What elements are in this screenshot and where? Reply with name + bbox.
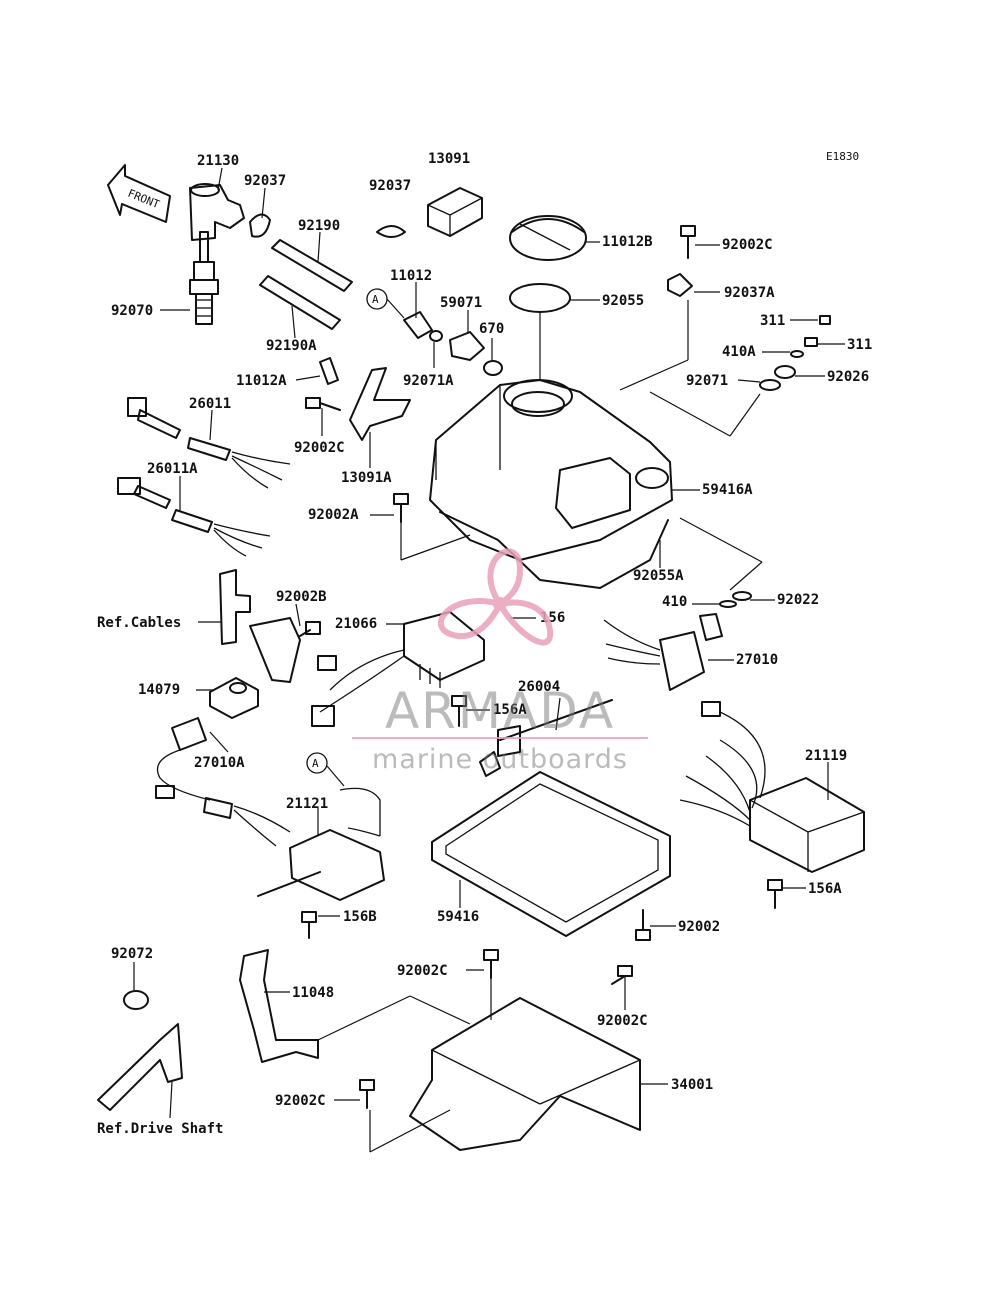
label-11012: 11012 bbox=[390, 268, 432, 284]
part-labels: 21130 92037 92037 13091 92190 11012 9219… bbox=[97, 151, 872, 1137]
label-311-b: 311 bbox=[847, 337, 872, 353]
fitting-drawing bbox=[403, 311, 503, 376]
sensor-26011-drawing bbox=[127, 397, 291, 489]
plate-34001-drawing bbox=[409, 997, 641, 1151]
label-92022: 92022 bbox=[777, 592, 819, 608]
plate-59416-drawing bbox=[431, 771, 671, 937]
label-92055a: 92055A bbox=[633, 568, 684, 584]
label-156a-right: 156A bbox=[808, 881, 842, 897]
front-arrow-icon: FRONT bbox=[107, 164, 171, 223]
diagram-code: E1830 bbox=[826, 150, 859, 163]
sensor-26011a-drawing bbox=[117, 477, 271, 557]
spark-plug-drawing bbox=[189, 231, 219, 325]
label-92037-a: 92037 bbox=[244, 173, 286, 189]
label-92002c-lower-b: 92002C bbox=[597, 1013, 648, 1029]
label-21119: 21119 bbox=[805, 748, 847, 764]
sensor-26004-drawing bbox=[479, 699, 613, 777]
label-156a-mid: 156A bbox=[493, 702, 527, 718]
label-ref-cables: Ref.Cables bbox=[97, 615, 181, 631]
washers-drawing bbox=[719, 591, 752, 608]
propeller-logo-icon bbox=[437, 548, 553, 646]
watermark-brand: ARMADA bbox=[385, 682, 615, 740]
bolt-92002-drawing bbox=[635, 909, 651, 941]
watermark: ARMADA marine outboards bbox=[352, 548, 648, 775]
label-156b: 156B bbox=[343, 909, 377, 925]
bolt-92002a-drawing bbox=[393, 493, 409, 523]
label-14079: 14079 bbox=[138, 682, 180, 698]
label-92071: 92071 bbox=[686, 373, 728, 389]
label-311-a: 311 bbox=[760, 313, 785, 329]
label-11012a: 11012A bbox=[236, 373, 287, 389]
tubes-drawing bbox=[259, 239, 353, 330]
bracket-11048-drawing bbox=[239, 949, 319, 1063]
clip-drawing bbox=[249, 213, 271, 238]
label-13091: 13091 bbox=[428, 151, 470, 167]
label-92002c-lower-a: 92002C bbox=[397, 963, 448, 979]
label-92190a: 92190A bbox=[266, 338, 317, 354]
clamp-drawing bbox=[667, 273, 693, 297]
o-ring-drawing bbox=[509, 283, 571, 313]
svg-text:A: A bbox=[372, 293, 379, 306]
drive-shaft-bracket-drawing bbox=[97, 1023, 183, 1111]
label-92190: 92190 bbox=[298, 218, 340, 234]
label-11048: 11048 bbox=[292, 985, 334, 1001]
switch-27010-drawing bbox=[603, 613, 723, 691]
part-14079-drawing bbox=[209, 677, 259, 719]
label-92002b: 92002B bbox=[276, 589, 327, 605]
label-92002c-top: 92002C bbox=[722, 237, 773, 253]
small-clip-drawing bbox=[376, 225, 406, 238]
callout-a-top: A bbox=[366, 288, 405, 319]
label-21130: 21130 bbox=[197, 153, 239, 169]
label-92070: 92070 bbox=[111, 303, 153, 319]
bracket-13091a-drawing bbox=[305, 357, 411, 441]
bolt-156a-mid-drawing bbox=[451, 695, 467, 727]
label-26004: 26004 bbox=[518, 679, 560, 695]
label-34001: 34001 bbox=[671, 1077, 713, 1093]
label-27010: 27010 bbox=[736, 652, 778, 668]
label-410a: 410A bbox=[722, 344, 756, 360]
bracket-13091-drawing bbox=[427, 187, 483, 237]
ring-92072-drawing bbox=[123, 990, 149, 1010]
label-59416: 59416 bbox=[437, 909, 479, 925]
label-59071: 59071 bbox=[440, 295, 482, 311]
cap-11012b-drawing bbox=[509, 215, 587, 261]
label-27010a: 27010A bbox=[194, 755, 245, 771]
label-92055: 92055 bbox=[602, 293, 644, 309]
label-92002: 92002 bbox=[678, 919, 720, 935]
label-92037a: 92037A bbox=[724, 285, 775, 301]
svg-text:A: A bbox=[312, 757, 319, 770]
label-21066: 21066 bbox=[335, 616, 377, 632]
label-11012b: 11012B bbox=[602, 234, 653, 250]
label-670: 670 bbox=[479, 321, 504, 337]
housing-59416a-drawing bbox=[429, 379, 673, 561]
plug-cap-drawing bbox=[189, 183, 245, 241]
label-21121: 21121 bbox=[286, 796, 328, 812]
label-ref-drive-shaft: Ref.Drive Shaft bbox=[97, 1121, 223, 1137]
sensor-27010a-drawing bbox=[155, 717, 291, 847]
label-92002c-lower-c: 92002C bbox=[275, 1093, 326, 1109]
label-92002c-mid: 92002C bbox=[294, 440, 345, 456]
label-26011: 26011 bbox=[189, 396, 231, 412]
cable-bracket-drawing bbox=[219, 569, 321, 683]
callout-a-bottom: A bbox=[306, 752, 345, 787]
ignition-coil-drawing bbox=[257, 787, 385, 939]
label-92026: 92026 bbox=[827, 369, 869, 385]
gasket-92055a-drawing bbox=[439, 511, 669, 589]
label-410: 410 bbox=[662, 594, 687, 610]
small-fittings-drawing bbox=[759, 315, 831, 391]
label-59416a: 59416A bbox=[702, 482, 753, 498]
label-26011a: 26011A bbox=[147, 461, 198, 477]
cdi-box-drawing bbox=[679, 701, 865, 909]
label-13091a: 13091A bbox=[341, 470, 392, 486]
leader-lines bbox=[133, 167, 845, 1153]
label-92037-b: 92037 bbox=[369, 178, 411, 194]
label-92002a: 92002A bbox=[308, 507, 359, 523]
bolt-top-drawing bbox=[680, 225, 696, 259]
label-92072: 92072 bbox=[111, 946, 153, 962]
watermark-tagline: marine outboards bbox=[372, 744, 628, 775]
label-92071a: 92071A bbox=[403, 373, 454, 389]
